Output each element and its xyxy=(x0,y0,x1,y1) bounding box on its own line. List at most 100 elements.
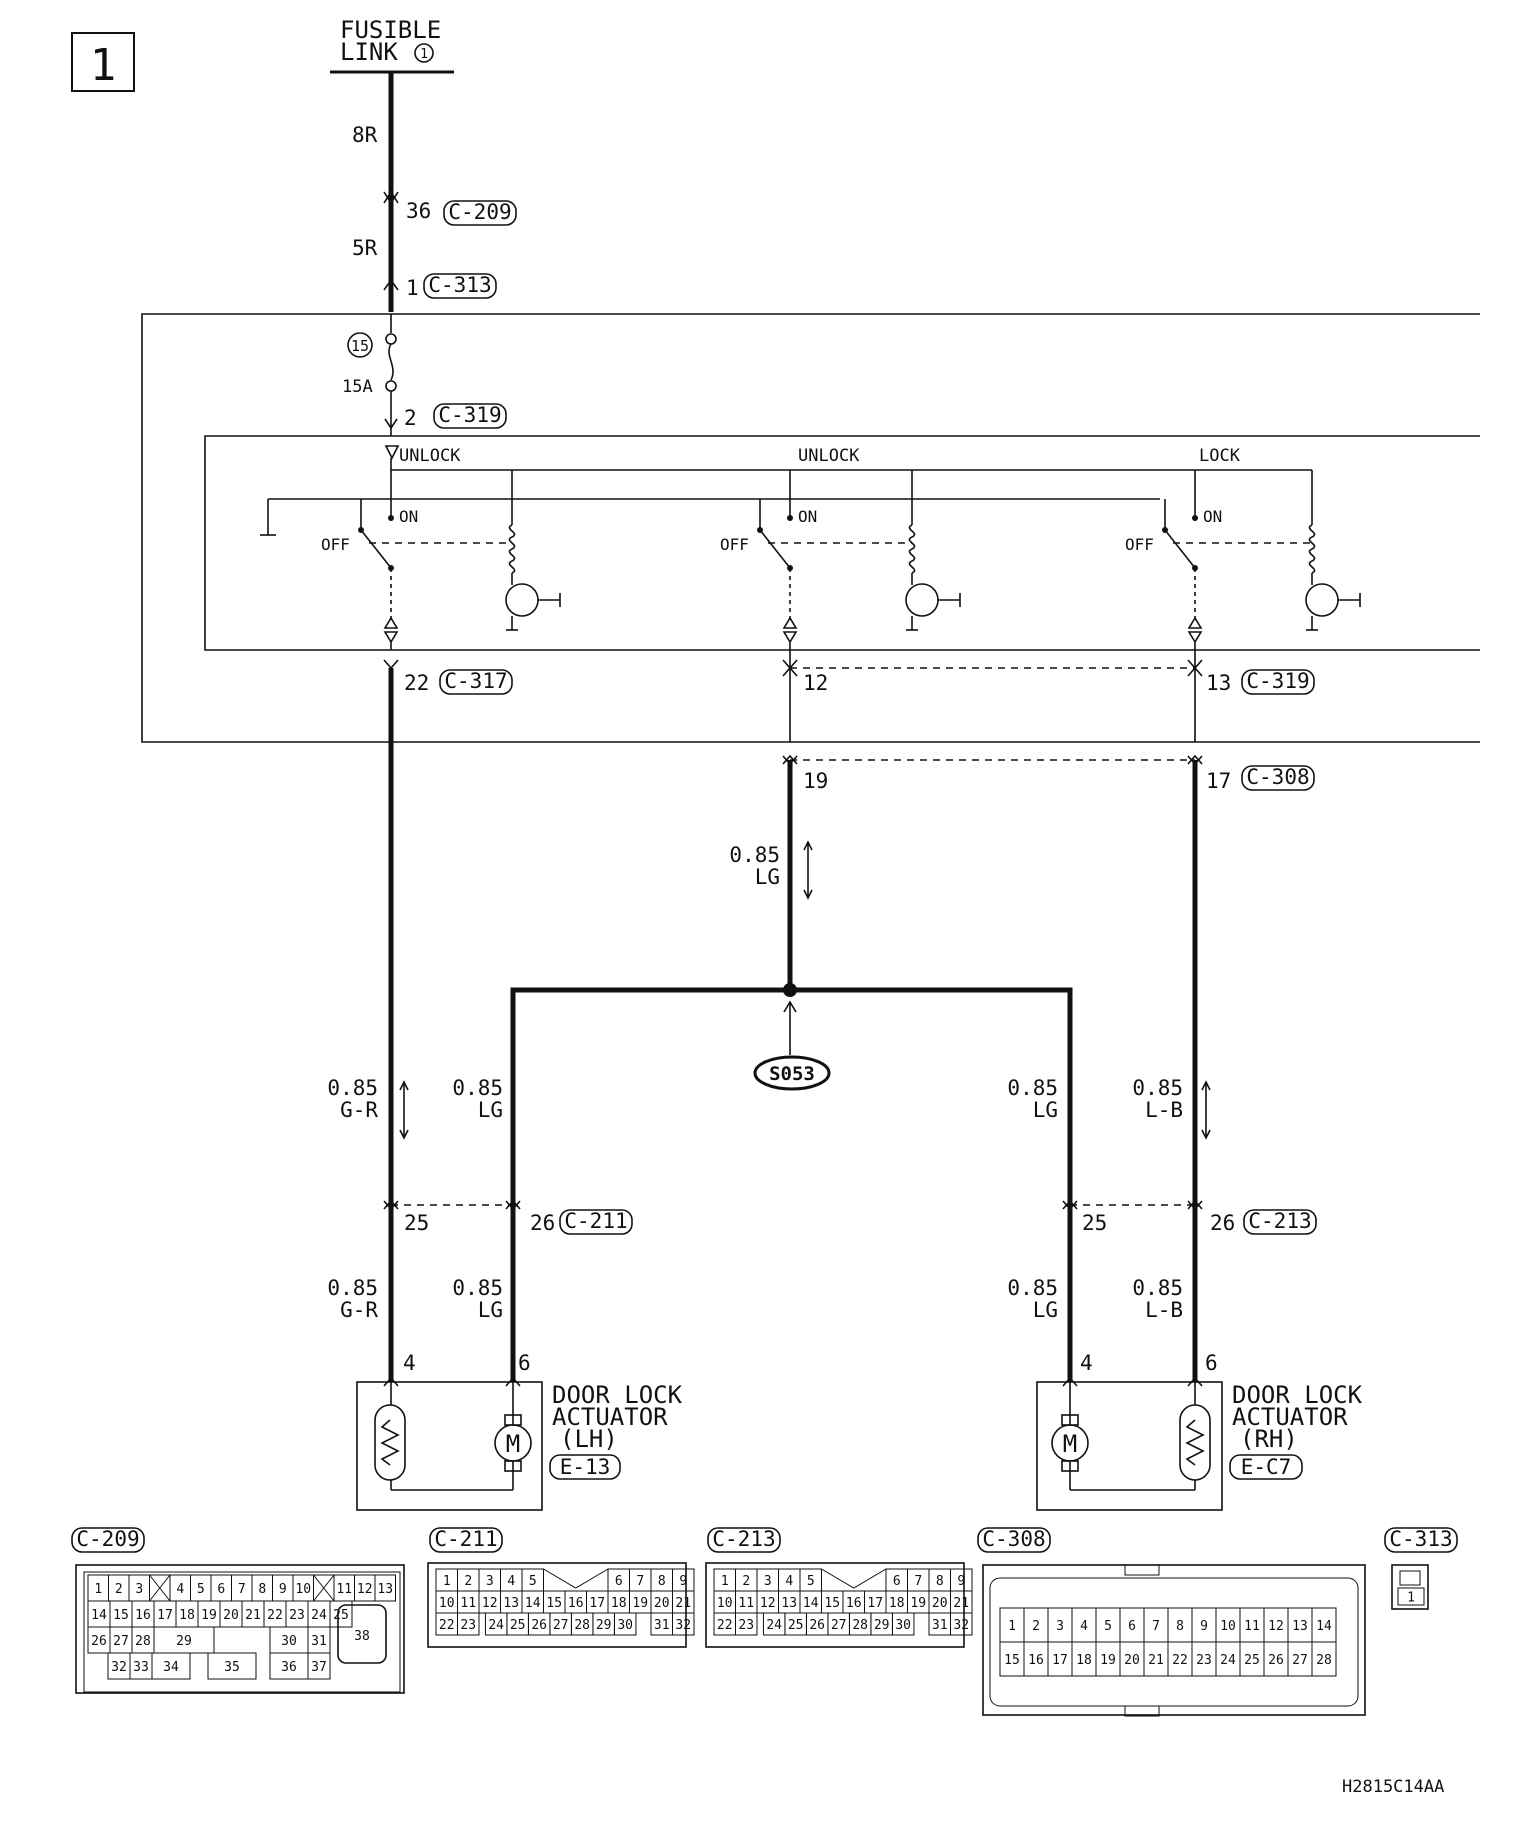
pin-cell: 22 xyxy=(1172,1653,1188,1668)
pin-cell: 30 xyxy=(617,1618,633,1633)
pin-cell: 10 xyxy=(1220,1619,1236,1634)
fusible-link-line1: FUSIBLE xyxy=(340,16,441,44)
pin-cell: 25 xyxy=(1244,1653,1260,1668)
pin-cell: 11 xyxy=(460,1596,476,1611)
pin-cell: 11 xyxy=(738,1596,754,1611)
pin-cell: 31 xyxy=(932,1618,948,1633)
pin-cell: 23 xyxy=(289,1608,305,1623)
wire-size: 0.85 xyxy=(452,1276,503,1300)
wire-color: LG xyxy=(1033,1098,1058,1122)
pin-cell: 15 xyxy=(113,1608,129,1623)
label-on: ON xyxy=(1203,507,1222,526)
pin-cell: 19 xyxy=(201,1608,217,1623)
wire-color: G-R xyxy=(340,1298,378,1322)
connector-view-label: C-213 xyxy=(712,1527,775,1551)
pin-cell: 5 xyxy=(529,1574,537,1589)
pin-cell: 16 xyxy=(1028,1653,1044,1668)
pin-cell: 21 xyxy=(675,1596,691,1611)
pin-4-lh: 4 xyxy=(403,1351,416,1375)
wire-color: L-B xyxy=(1145,1098,1183,1122)
pin-cell: 26 xyxy=(1268,1653,1284,1668)
pin-cell: 2 xyxy=(464,1574,472,1589)
pin-cell: 1 xyxy=(1008,1619,1016,1634)
pin-cell: 7 xyxy=(1152,1619,1160,1634)
pin-cell: 29 xyxy=(596,1618,612,1633)
pin-cell: 7 xyxy=(636,1574,644,1589)
document-code: H2815C14AA xyxy=(1342,1777,1444,1797)
door-lock-actuator-lh: M DOOR LOCK ACTUATOR (LH) E-13 xyxy=(356,1381,683,1511)
wire-size: 0.85 xyxy=(1007,1276,1058,1300)
pin-cell: 24 xyxy=(488,1618,504,1633)
pin-cell: 28 xyxy=(135,1634,151,1649)
pin-cell: 33 xyxy=(133,1660,149,1675)
fuse-number: 15 xyxy=(351,337,369,355)
actuator-rh-line1: DOOR LOCK xyxy=(1232,1381,1363,1409)
pin-cell: 6 xyxy=(1128,1619,1136,1634)
wire-size: 0.85 xyxy=(1132,1276,1183,1300)
pin-13: 13 xyxy=(1206,671,1231,695)
pin-cell: 17 xyxy=(589,1596,605,1611)
pin-cell: 11 xyxy=(1244,1619,1260,1634)
pin-cell: 3 xyxy=(764,1574,772,1589)
pin-cell: 13 xyxy=(781,1596,797,1611)
wire-color-8r: 8R xyxy=(352,123,378,147)
pin-26-lh: 26 xyxy=(530,1211,555,1235)
actuator-lh-line1: DOOR LOCK xyxy=(552,1381,683,1409)
wire-color-5r: 5R xyxy=(352,236,378,260)
pin-cell: 30 xyxy=(895,1618,911,1633)
pin-cell: 13 xyxy=(503,1596,519,1611)
pin-cell: 3 xyxy=(1056,1619,1064,1634)
connector-view-c313: 1 xyxy=(1391,1564,1429,1610)
pin-cell: 4 xyxy=(507,1574,515,1589)
pin-cell: 14 xyxy=(803,1596,819,1611)
pin-cell: 4 xyxy=(785,1574,793,1589)
pin-cell: 4 xyxy=(176,1582,184,1597)
pin-cell: 16 xyxy=(568,1596,584,1611)
pin-cell: 23 xyxy=(460,1618,476,1633)
connector-c317-label: C-317 xyxy=(444,669,507,693)
pin-cell: 29 xyxy=(874,1618,890,1633)
wire-color: LG xyxy=(755,865,780,889)
pin-cell: 23 xyxy=(738,1618,754,1633)
wire-color: LG xyxy=(478,1098,503,1122)
pin-cell: 12 xyxy=(1268,1619,1284,1634)
pin-cell: 32 xyxy=(675,1618,691,1633)
pin-cell: 8 xyxy=(258,1582,266,1597)
wire-size: 0.85 xyxy=(1132,1076,1183,1100)
pin-6-rh: 6 xyxy=(1205,1351,1218,1375)
pin-cell: 1 xyxy=(721,1574,729,1589)
pin-cell: 7 xyxy=(238,1582,246,1597)
pin-cell: 30 xyxy=(281,1634,297,1649)
pin-26-rh: 26 xyxy=(1210,1211,1235,1235)
pin-cell: 17 xyxy=(867,1596,883,1611)
pin-cell: 13 xyxy=(377,1582,393,1597)
pin-cell: 36 xyxy=(281,1660,297,1675)
pin-cell: 2 xyxy=(1032,1619,1040,1634)
pin-cell: 35 xyxy=(224,1660,240,1675)
splice-point xyxy=(783,983,797,997)
pin-cell: 6 xyxy=(615,1574,623,1589)
pin-cell: 16 xyxy=(846,1596,862,1611)
pin-1: 1 xyxy=(406,276,419,300)
pin-cell: 3 xyxy=(486,1574,494,1589)
pin-cell: 26 xyxy=(809,1618,825,1633)
pin-cell: 38 xyxy=(354,1629,370,1644)
pin-25-rh: 25 xyxy=(1082,1211,1107,1235)
label-off: OFF xyxy=(321,535,350,554)
wire-color: L-B xyxy=(1145,1298,1183,1322)
wire-size: 0.85 xyxy=(452,1076,503,1100)
pin-cell: 28 xyxy=(1316,1653,1332,1668)
label-on: ON xyxy=(798,507,817,526)
pin-cell: 12 xyxy=(482,1596,498,1611)
pin-cell: 15 xyxy=(546,1596,562,1611)
connector-view-label: C-313 xyxy=(1389,1527,1452,1551)
label-unlock-1: UNLOCK xyxy=(399,446,461,466)
pin-cell: 24 xyxy=(766,1618,782,1633)
pin-cell: 1 xyxy=(1407,1591,1415,1606)
connector-e13-label: E-13 xyxy=(560,1455,611,1479)
pin-cell: 12 xyxy=(760,1596,776,1611)
pin-17: 17 xyxy=(1206,769,1231,793)
actuator-lh-line3: (LH) xyxy=(560,1425,618,1453)
